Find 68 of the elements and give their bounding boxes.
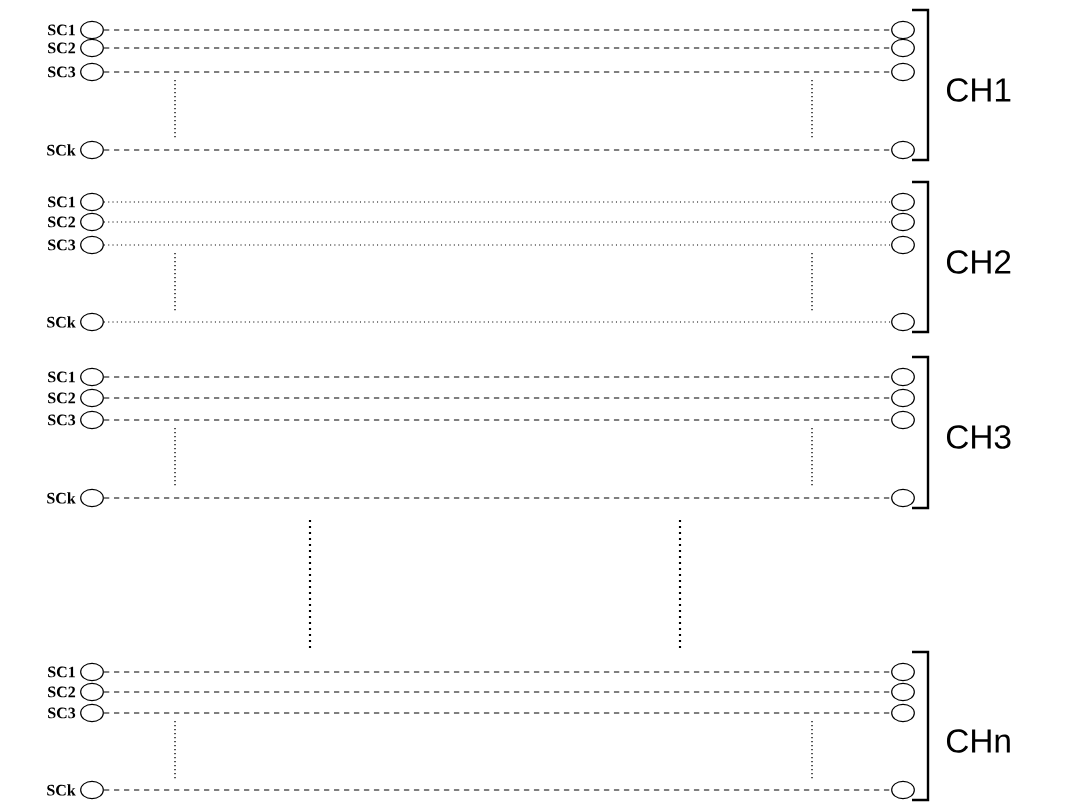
terminal-label: SCk <box>47 144 76 156</box>
terminal-circle <box>891 20 915 40</box>
connection-line <box>103 671 892 673</box>
connection-line <box>103 244 892 246</box>
terminal-circle <box>80 682 104 702</box>
terminal-circle <box>891 212 915 232</box>
terminal-circle <box>80 388 104 408</box>
terminal-label: SCk <box>47 784 76 796</box>
connection-line <box>103 47 892 49</box>
terminal-circle <box>80 488 104 508</box>
channel-label: CH1 <box>946 78 1011 102</box>
terminal-circle <box>891 410 915 430</box>
terminal-circle <box>80 20 104 40</box>
connection-line <box>103 497 892 499</box>
terminal-circle <box>80 140 104 160</box>
terminal-circle <box>891 682 915 702</box>
terminal-circle <box>80 662 104 682</box>
terminal-label: SC2 <box>48 686 76 698</box>
connection-line <box>103 419 892 421</box>
terminal-label: SCk <box>47 492 76 504</box>
terminal-label: SCk <box>47 316 76 328</box>
terminal-circle <box>891 38 915 58</box>
connection-line <box>103 29 892 31</box>
terminal-label: SC1 <box>48 196 75 208</box>
connection-line <box>103 789 892 791</box>
terminal-circle <box>80 703 104 723</box>
connection-line <box>103 691 892 693</box>
terminal-circle <box>891 388 915 408</box>
connection-line <box>103 71 892 73</box>
terminal-circle <box>891 140 915 160</box>
terminal-label: SC1 <box>48 371 75 383</box>
terminal-label: SC2 <box>48 392 76 404</box>
connection-line <box>103 712 892 714</box>
terminal-label: SC2 <box>48 216 76 228</box>
terminal-circle <box>80 235 104 255</box>
channel-label: CHn <box>946 729 1010 753</box>
connection-line <box>103 321 892 323</box>
terminal-circle <box>891 367 915 387</box>
channel-label: CH3 <box>946 425 1011 449</box>
terminal-circle <box>80 38 104 58</box>
connection-line <box>103 149 892 151</box>
terminal-label: SC3 <box>48 707 76 719</box>
terminal-label: SC3 <box>48 66 76 78</box>
terminal-circle <box>891 488 915 508</box>
terminal-label: SC1 <box>48 666 75 678</box>
terminal-circle <box>891 235 915 255</box>
terminal-label: SC3 <box>48 414 76 426</box>
terminal-circle <box>80 192 104 212</box>
terminal-circle <box>80 410 104 430</box>
connection-line <box>103 397 892 399</box>
terminal-circle <box>891 662 915 682</box>
terminal-circle <box>891 312 915 332</box>
terminal-circle <box>80 780 104 800</box>
terminal-circle <box>80 62 104 82</box>
channel-label: CH2 <box>946 250 1011 274</box>
connection-line <box>103 376 892 378</box>
terminal-circle <box>891 192 915 212</box>
terminal-circle <box>80 367 104 387</box>
terminal-circle <box>891 62 915 82</box>
terminal-label: SC1 <box>48 24 75 36</box>
terminal-label: SC3 <box>48 239 76 251</box>
terminal-circle <box>80 212 104 232</box>
connection-line <box>103 221 892 223</box>
terminal-circle <box>80 312 104 332</box>
terminal-circle <box>891 780 915 800</box>
connection-line <box>103 201 892 203</box>
terminal-circle <box>891 703 915 723</box>
terminal-label: SC2 <box>48 42 76 54</box>
